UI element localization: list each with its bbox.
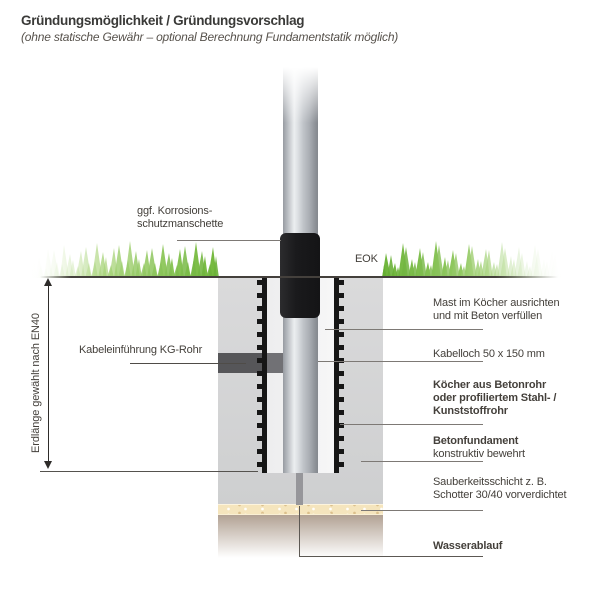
leader-wasserablauf-vertical: [299, 506, 300, 556]
page-subtitle: (ohne statische Gewähr – optional Berech…: [21, 30, 399, 44]
dimension-line: [48, 281, 49, 467]
dimension-label: Erdlänge gewählt nach EN40: [30, 313, 42, 453]
label-kabelloch: Kabelloch 50 x 150 mm: [433, 348, 545, 360]
grass-right: [382, 241, 566, 278]
label-koecher-line1: Köcher aus Betonrohr: [433, 379, 547, 391]
label-koecher-line2: oder profiliertem Stahl- /: [433, 392, 557, 404]
socket-tube-left-wall: [262, 277, 267, 473]
dimension-arrow-bottom: [44, 461, 52, 469]
kg-pipe-inner-segment: [267, 353, 283, 373]
dimension-arrow-top: [44, 278, 52, 286]
page-title: Gründungsmöglichkeit / Gründungsvorschla…: [21, 13, 305, 28]
dimension-extension-line: [40, 471, 258, 472]
ground-line: [40, 276, 558, 278]
label-sauberkeit-line2: Schotter 30/40 vorverdichtet: [433, 489, 567, 501]
gravel-layer: [218, 504, 383, 515]
soil-left: [30, 277, 218, 558]
label-mast-line2: und mit Beton verfüllen: [433, 310, 543, 322]
socket-tube-left-teeth: [257, 280, 262, 470]
leader-korrosion: [177, 240, 281, 241]
leader-sauberkeitsschicht: [361, 510, 483, 511]
leader-koecher: [340, 424, 483, 425]
label-mast-line1: Mast im Köcher ausrichten: [433, 297, 560, 309]
label-betonfundament-line2: konstruktiv bewehrt: [433, 448, 525, 460]
leader-wasserablauf: [299, 556, 483, 557]
leader-kabeleinfuehrung: [130, 363, 246, 364]
soil-right: [383, 277, 564, 533]
leader-kabelloch: [318, 361, 483, 362]
label-betonfundament-line1: Betonfundament: [433, 435, 519, 447]
grass-left: [29, 241, 219, 278]
label-korrosion-line2: schutzmanschette: [137, 218, 224, 230]
socket-tube-right-teeth: [339, 280, 344, 470]
leader-betonfundament: [361, 461, 483, 462]
label-korrosion-line1: ggf. Korrosions-: [137, 205, 213, 217]
corrosion-sleeve: [280, 233, 320, 318]
label-sauberkeit-line1: Sauberkeitsschicht z. B.: [433, 476, 547, 488]
label-kabeleinfuehrung: Kabeleinführung KG-Rohr: [79, 344, 203, 356]
label-koecher-line3: Kunststoffrohr: [433, 405, 508, 417]
socket-tube-right-wall: [334, 277, 339, 473]
leader-mast: [325, 329, 483, 330]
mast-top-fade: [281, 55, 321, 123]
water-drain-strip: [296, 473, 303, 505]
label-eok: EOK: [355, 253, 378, 265]
soil-below-foundation: [218, 515, 383, 560]
label-wasserablauf: Wasserablauf: [433, 540, 503, 552]
